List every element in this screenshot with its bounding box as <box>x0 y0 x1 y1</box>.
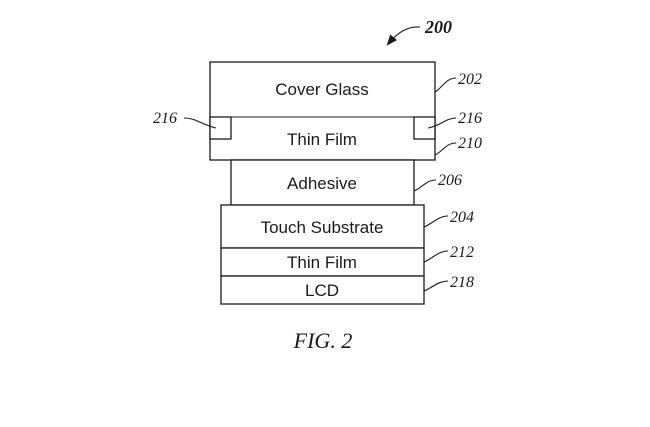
leader-212 <box>423 250 449 263</box>
figure-number-label: 200 <box>424 17 452 37</box>
right-pocket <box>413 116 436 140</box>
lcd-layer <box>220 275 425 305</box>
leader-218 <box>423 280 449 292</box>
adhesive-layer <box>230 159 415 206</box>
ref-216-left: 216 <box>153 110 177 127</box>
adhesive-label: Adhesive <box>287 174 357 193</box>
ref-206: 206 <box>438 172 462 189</box>
figure-caption: FIG. 2 <box>293 328 353 353</box>
figure-number-arrow <box>386 26 421 46</box>
ref-202: 202 <box>458 71 482 88</box>
leader-204 <box>423 215 449 228</box>
leader-216-left <box>183 117 217 129</box>
leader-202 <box>434 77 457 93</box>
touch-substrate-label: Touch Substrate <box>261 218 384 237</box>
leader-206 <box>413 179 437 192</box>
thin-film-bottom-label: Thin Film <box>287 253 357 272</box>
lcd-label: LCD <box>305 281 339 300</box>
thin-film-top-label: Thin Film <box>287 130 357 149</box>
cover-glass-label: Cover Glass <box>275 80 369 99</box>
ref-210: 210 <box>458 135 482 152</box>
cover-glass-layer <box>209 61 436 161</box>
leader-210 <box>434 142 457 156</box>
ref-204: 204 <box>450 209 474 226</box>
left-pocket <box>209 116 232 140</box>
ref-218: 218 <box>450 274 474 291</box>
ref-216-right: 216 <box>458 110 482 127</box>
ref-212: 212 <box>450 244 474 261</box>
leader-216-right <box>427 117 457 129</box>
